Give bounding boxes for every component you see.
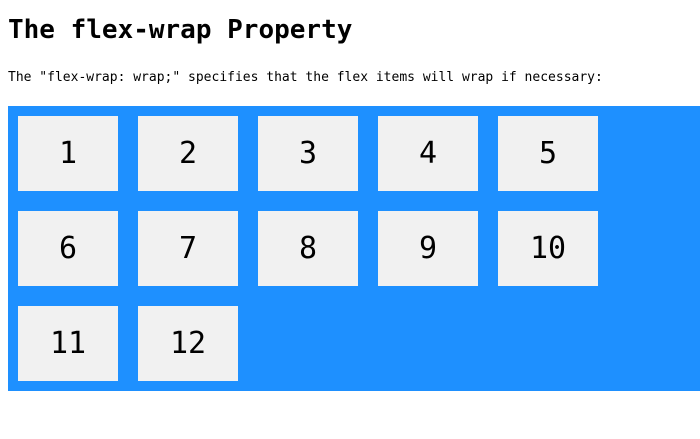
flex-item: 1 [18,116,118,191]
flex-item: 6 [18,211,118,286]
flex-item: 4 [378,116,478,191]
flex-item: 12 [138,306,238,381]
flex-item: 3 [258,116,358,191]
flex-item: 8 [258,211,358,286]
flex-item: 9 [378,211,478,286]
flex-item: 2 [138,116,238,191]
flex-item: 10 [498,211,598,286]
page-title: The flex-wrap Property [8,15,353,45]
flex-item: 7 [138,211,238,286]
description-text: The "flex-wrap: wrap;" specifies that th… [8,70,603,85]
flex-item: 11 [18,306,118,381]
flex-item: 5 [498,116,598,191]
